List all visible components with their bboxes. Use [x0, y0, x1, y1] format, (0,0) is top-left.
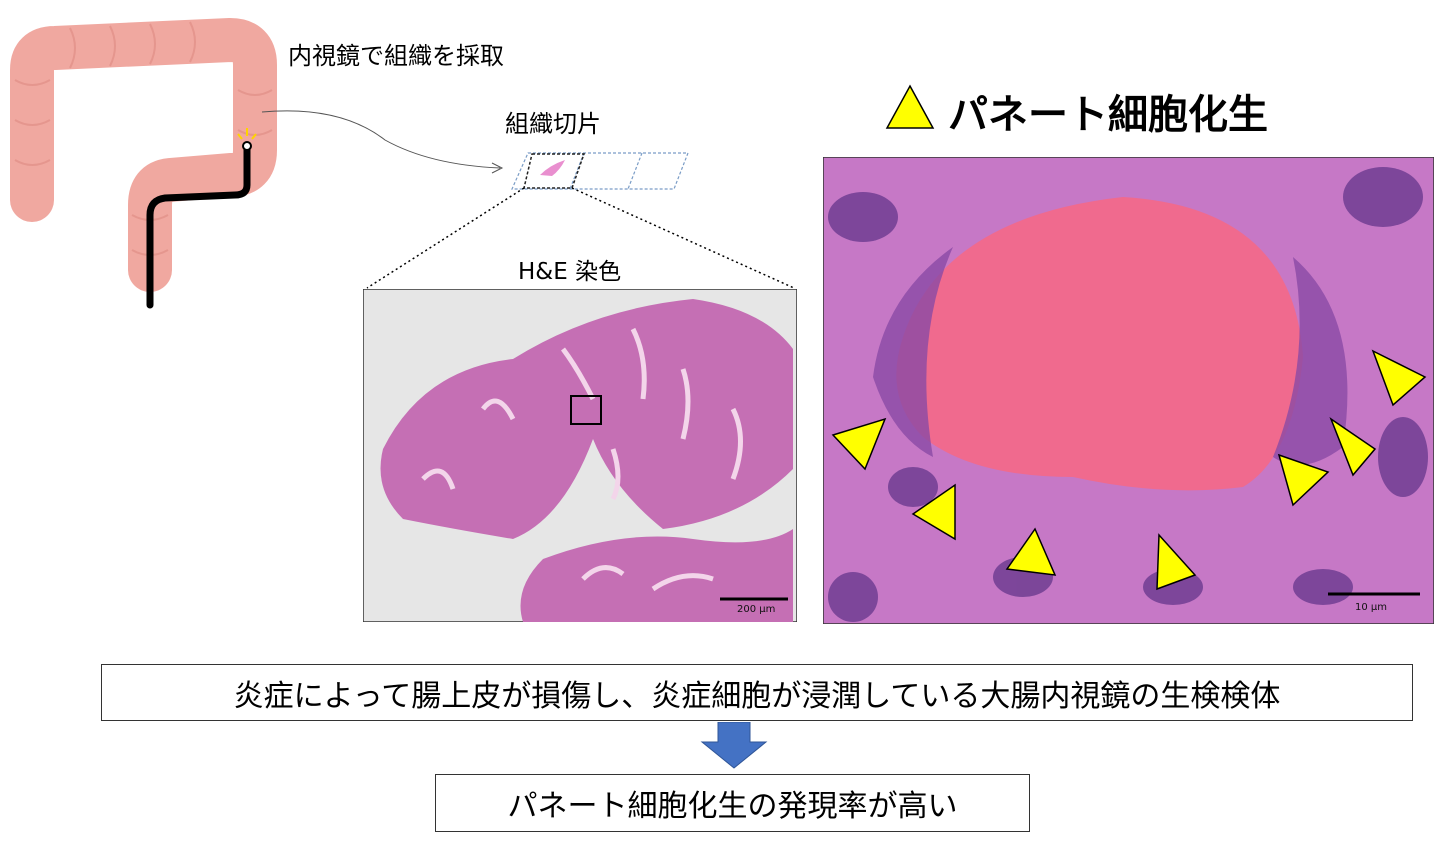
arrowhead-marker	[1156, 533, 1197, 591]
arrowhead-marker	[1005, 527, 1057, 576]
sampling-arrow	[261, 110, 501, 169]
finding-box: 炎症によって腸上皮が損傷し、炎症細胞が浸潤している大腸内視鏡の生検検体	[101, 664, 1413, 721]
light-rays-icon	[237, 128, 257, 140]
arrowhead-marker	[1277, 453, 1330, 507]
section-label: 組織切片	[505, 110, 601, 138]
colon-illustration	[10, 18, 277, 309]
arrowhead-marker	[1329, 417, 1377, 477]
he-stain-label: H&E 染色	[518, 259, 622, 285]
endoscope	[146, 144, 251, 309]
endoscopy-label: 内視鏡で組織を採取	[288, 42, 504, 70]
colon	[10, 18, 277, 292]
arrowhead-marker	[911, 483, 956, 541]
he-high-mag-image	[823, 157, 1434, 624]
low-mag-scale-label: 200 µm	[737, 604, 776, 615]
arrowhead-marker	[1371, 349, 1427, 407]
slide-tissue	[540, 160, 565, 176]
arrowhead-marker	[831, 417, 887, 471]
he-low-mag-image	[363, 289, 797, 622]
high-mag-scale-label: 10 µm	[1355, 602, 1388, 613]
tissue-slide	[511, 152, 689, 190]
arrowhead-legend-icon	[885, 84, 935, 129]
paneth-cell-granules	[896, 197, 1303, 491]
result-box: パネート細胞化生の発現率が高い	[435, 774, 1030, 832]
zoom-box	[570, 395, 602, 425]
legend-title: パネート細胞化生	[948, 92, 1268, 138]
down-arrow-icon	[700, 722, 768, 769]
arrowheads-layer	[831, 349, 1427, 591]
